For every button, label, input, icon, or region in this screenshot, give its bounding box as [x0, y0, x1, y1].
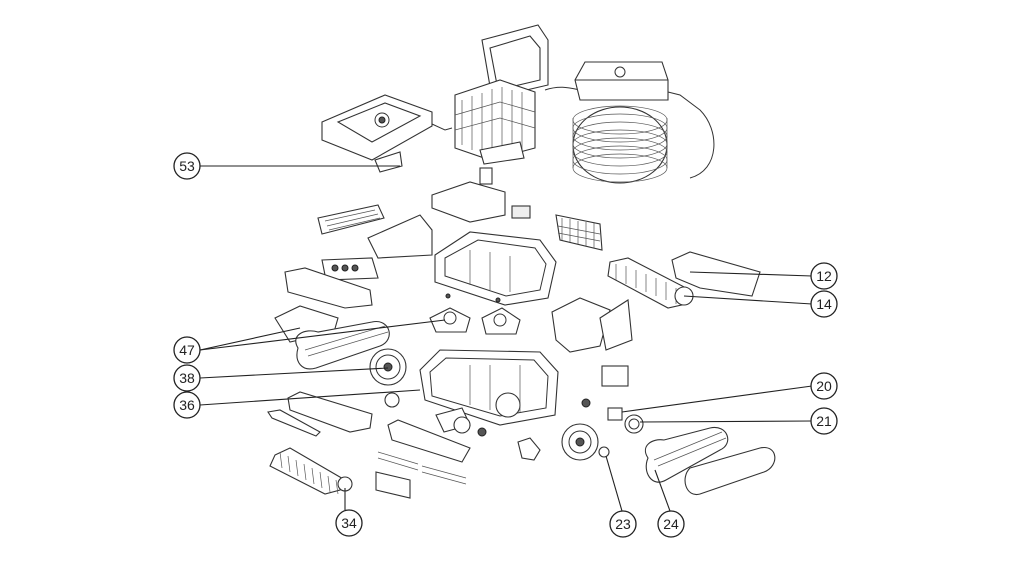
callouts: 53 47 38 36 34 12 14 20 [173, 152, 838, 538]
callout-12: 12 [810, 262, 838, 290]
callout-14-label: 14 [816, 296, 832, 312]
brush-roller-front [269, 447, 353, 495]
side-brush-holder [267, 391, 400, 437]
brush-roller-rear [607, 251, 761, 309]
callout-21: 21 [810, 407, 838, 435]
rear-cover-panels [551, 297, 633, 387]
side-grilles [317, 204, 603, 259]
leader-lines [199, 165, 813, 512]
drive-wheel [369, 348, 407, 386]
small-parts-top [431, 167, 531, 223]
callout-53: 53 [173, 152, 201, 180]
left-track [274, 305, 390, 370]
callout-47: 47 [173, 336, 201, 364]
callout-53-label: 53 [179, 158, 195, 174]
small-bushings [598, 407, 644, 458]
motor-assemblies [429, 293, 521, 335]
callout-14: 14 [810, 290, 838, 318]
callout-20-label: 20 [816, 378, 832, 394]
right-track [644, 427, 776, 495]
circuit-board [321, 257, 379, 281]
callout-34-label: 34 [341, 515, 357, 531]
filter-basket [454, 24, 581, 165]
callout-20: 20 [810, 372, 838, 400]
callout-23: 23 [609, 510, 637, 538]
callout-36: 36 [173, 391, 201, 419]
callout-21-label: 21 [816, 413, 832, 429]
callout-38-label: 38 [179, 370, 195, 386]
callout-47-label: 47 [179, 342, 195, 358]
callout-24-label: 24 [663, 516, 679, 532]
top-chassis [434, 231, 557, 306]
front-bumper [284, 267, 373, 309]
callout-23-label: 23 [615, 516, 631, 532]
base-chassis [419, 349, 559, 426]
callout-24: 24 [657, 510, 685, 538]
callout-38: 38 [173, 364, 201, 392]
parts-illustration [267, 24, 776, 499]
callout-34: 34 [335, 509, 363, 537]
lower-center-parts [375, 419, 541, 499]
impeller-housing [435, 398, 616, 437]
callout-12-label: 12 [816, 268, 832, 284]
callout-36-label: 36 [179, 397, 195, 413]
control-box-and-cable [572, 61, 715, 184]
right-drive-wheel [561, 423, 599, 461]
power-supply-base [321, 94, 453, 173]
